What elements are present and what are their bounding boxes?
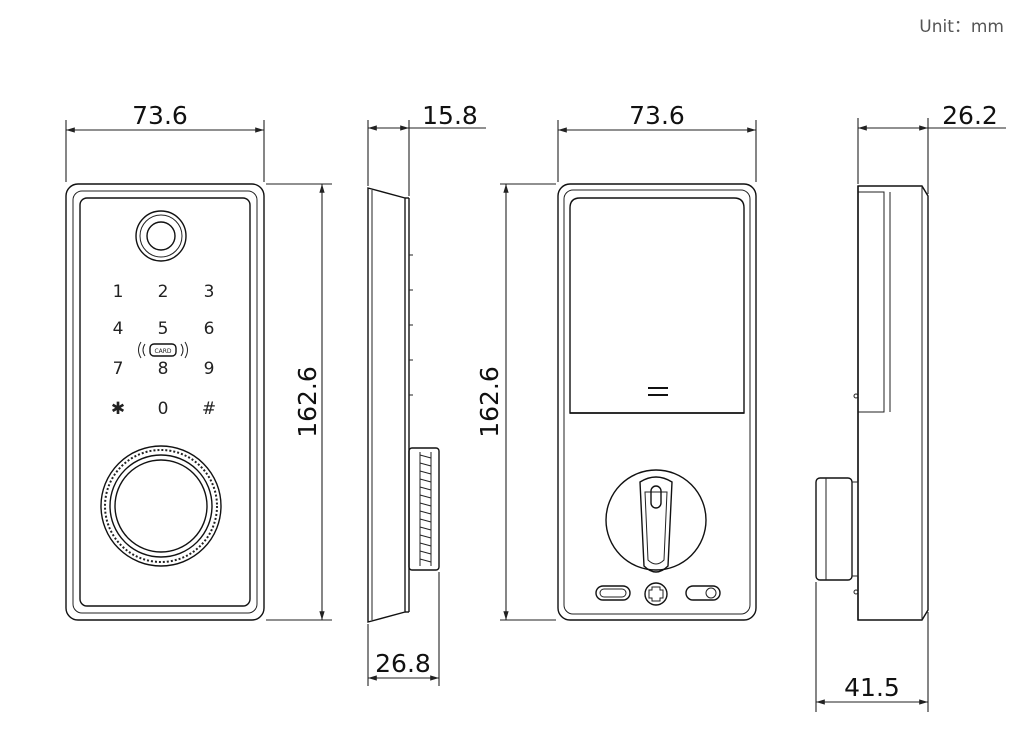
front-face-panel bbox=[79, 197, 251, 607]
back-view: 73.6 162.6 bbox=[475, 101, 757, 621]
side-left-bottom-dimension: 26.8 bbox=[375, 649, 431, 678]
back-outer-frame bbox=[557, 183, 757, 621]
side-left-top-dimension: 15.8 bbox=[422, 101, 478, 130]
front-height-dimension: 162.6 bbox=[293, 366, 322, 438]
cylinder-profile bbox=[815, 477, 859, 581]
keypad-key: 8 bbox=[158, 359, 169, 379]
keypad-key: 4 bbox=[113, 319, 124, 339]
card-badge-label: CARD bbox=[154, 348, 171, 355]
side-right-body-outline bbox=[857, 185, 929, 621]
battery-cover bbox=[569, 197, 745, 414]
unit-label: Unit：mm bbox=[919, 17, 1004, 37]
keypad-key: 7 bbox=[113, 359, 124, 379]
keypad-key: 1 bbox=[113, 282, 124, 302]
side-right-bottom-dimension: 41.5 bbox=[844, 673, 900, 702]
back-height-dimension: 162.6 bbox=[475, 366, 504, 438]
bottom-slots bbox=[595, 585, 721, 601]
keypad-key: 5 bbox=[158, 319, 169, 339]
keypad-key: 3 bbox=[204, 282, 215, 302]
keypad-key: # bbox=[202, 399, 216, 419]
keypad-key: ✱ bbox=[111, 399, 125, 419]
side-knob-profile bbox=[408, 447, 440, 571]
keypad: 1 2 3 4 5 6 7 8 9 ✱ 0 # bbox=[111, 282, 216, 419]
side-view-right: 26.2 41.5 bbox=[815, 101, 1006, 712]
screw-icon bbox=[644, 582, 668, 606]
fingerprint-sensor-icon bbox=[135, 210, 187, 262]
front-outer-frame bbox=[65, 183, 265, 621]
front-knob bbox=[100, 445, 222, 567]
card-reader-icon: CARD bbox=[138, 341, 188, 359]
keypad-key: 0 bbox=[158, 399, 169, 419]
front-view: 1 2 3 4 5 6 7 8 9 ✱ 0 # CARD bbox=[65, 101, 332, 621]
side-view-left: 15.8 26.8 bbox=[367, 101, 486, 686]
front-width-dimension: 73.6 bbox=[132, 101, 188, 130]
keypad-key: 6 bbox=[204, 319, 215, 339]
side-body-outline bbox=[367, 187, 406, 623]
side-right-top-dimension: 26.2 bbox=[942, 101, 998, 130]
back-width-dimension: 73.6 bbox=[629, 101, 685, 130]
keypad-key: 2 bbox=[158, 282, 169, 302]
thumb-turn bbox=[605, 469, 707, 573]
keypad-key: 9 bbox=[204, 359, 215, 379]
